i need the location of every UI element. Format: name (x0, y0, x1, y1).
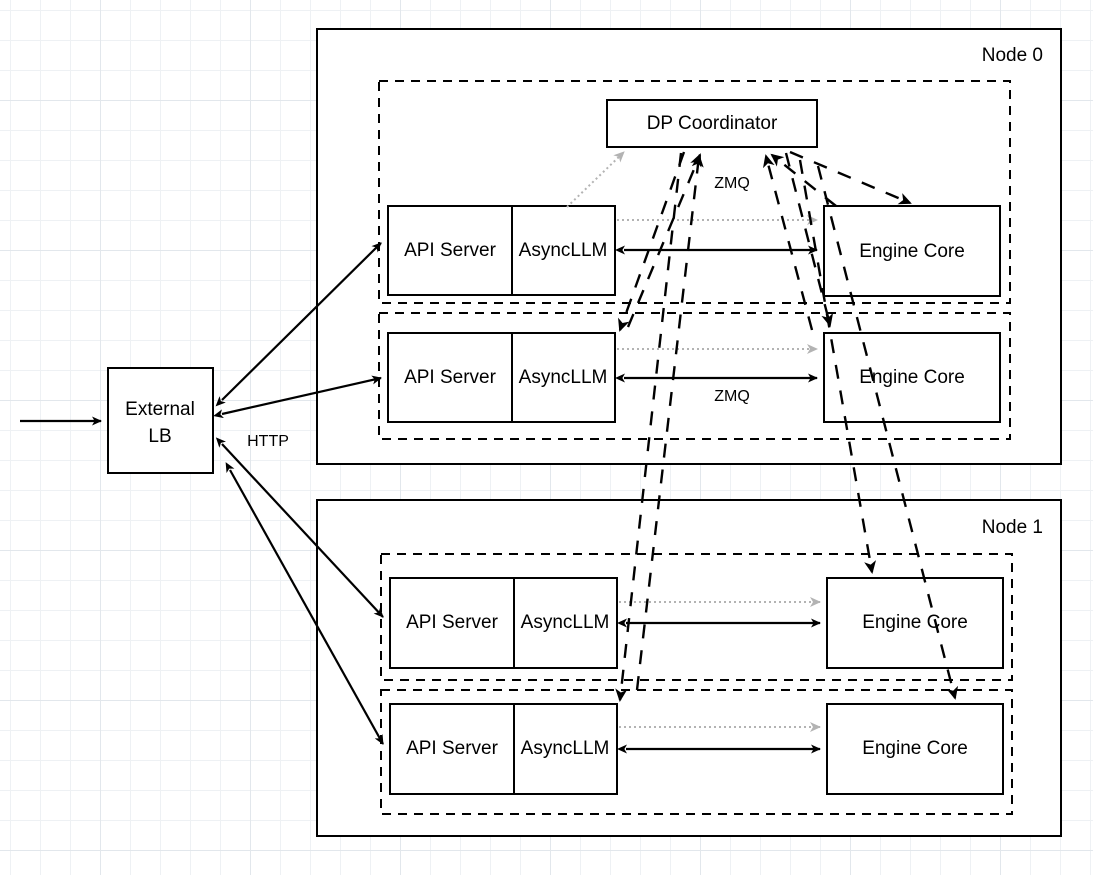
engine-core-box[interactable] (823, 332, 1001, 423)
external-lb-label-line1: External (125, 399, 195, 420)
node-0-rank-0-server[interactable]: API Server AsyncLLM (387, 205, 616, 296)
coordinator-to-engine-n1r0 (798, 159, 877, 574)
zmq-label-top: ZMQ (714, 175, 750, 192)
coordinator-to-asyncllm-n0r1 (618, 151, 686, 332)
asyncllm-label: AsyncLLM (519, 240, 608, 261)
api-server-asyncllm-box[interactable] (387, 332, 616, 423)
api-server-label: API Server (406, 738, 499, 759)
api-server-label: API Server (404, 367, 497, 388)
zmq-label-bottom: ZMQ (714, 388, 750, 405)
dp-coordinator-box[interactable] (606, 99, 818, 148)
lb-to-n1r1-arrow (225, 462, 384, 745)
http-connections: HTTP (213, 242, 384, 745)
external-lb[interactable]: External LB (107, 367, 214, 474)
asyncllm-label: AsyncLLM (521, 612, 610, 633)
engine-n0r1-to-coordinator (763, 154, 814, 331)
asyncllm-n1r0-to-coordinator (635, 154, 704, 691)
asyncllm-to-coordinator-dotted (566, 151, 625, 208)
asyncllm-label: AsyncLLM (521, 738, 610, 759)
engine-core-box[interactable] (826, 577, 1004, 669)
node-1-rank-1-group (380, 689, 1013, 815)
coordinator-to-asyncllm-n1r1 (615, 152, 683, 702)
coordinator-to-engine-n0r1 (784, 152, 834, 327)
node-1-rank-1-server[interactable]: API Server AsyncLLM (389, 703, 618, 795)
api-server-asyncllm-box[interactable] (389, 703, 618, 795)
lb-to-n0r0-arrow (215, 242, 382, 407)
engine-links-node-1-rank-0 (617, 597, 821, 628)
api-server-asyncllm-box[interactable] (389, 577, 618, 669)
external-lb-box[interactable] (107, 367, 214, 474)
asyncllm-label: AsyncLLM (519, 367, 608, 388)
engine-core-box[interactable] (823, 205, 1001, 297)
engine-core-label: Engine Core (859, 241, 965, 262)
node-0-title: Node 0 (982, 45, 1043, 66)
engine-core-label: Engine Core (859, 367, 965, 388)
engine-links-node-0-rank-1: ZMQ (615, 344, 818, 405)
lb-to-n0r1-arrow (213, 375, 382, 419)
coordinator-to-engine-n1r1 (816, 165, 959, 700)
external-lb-label-line2: LB (148, 426, 171, 447)
dp-coordinator-label: DP Coordinator (647, 113, 778, 134)
coordinator-zmq-links: ZMQ (615, 150, 959, 702)
api-server-label: API Server (406, 612, 499, 633)
engine-core-label: Engine Core (862, 612, 968, 633)
http-label: HTTP (247, 433, 289, 450)
engine-core-label: Engine Core (862, 738, 968, 759)
node-0-rank-0-group (378, 80, 1011, 304)
coordinator-to-engine-n0r0 (789, 150, 912, 205)
dp-coordinator[interactable]: DP Coordinator (606, 99, 818, 148)
api-server-asyncllm-box[interactable] (387, 205, 616, 296)
node-0-rank-1-group (378, 312, 1011, 440)
node-1-rank-0-group (380, 553, 1013, 681)
node-1-title: Node 1 (982, 517, 1043, 538)
engine-links-node-1-rank-1 (617, 722, 821, 754)
asyncllm-n0r1-to-coordinator (626, 153, 702, 328)
engine-core-box[interactable] (826, 703, 1004, 795)
node-1-rank-1-engine[interactable]: Engine Core (826, 703, 1004, 795)
node-1-rank-0-server[interactable]: API Server AsyncLLM (389, 577, 618, 669)
node-0-rank-0-engine[interactable]: Engine Core (823, 205, 1001, 297)
node-1-rank-0-engine[interactable]: Engine Core (826, 577, 1004, 669)
node-0-rank-1-engine[interactable]: Engine Core (823, 332, 1001, 423)
api-server-label: API Server (404, 240, 497, 261)
node-0-rank-1-server[interactable]: API Server AsyncLLM (387, 332, 616, 423)
